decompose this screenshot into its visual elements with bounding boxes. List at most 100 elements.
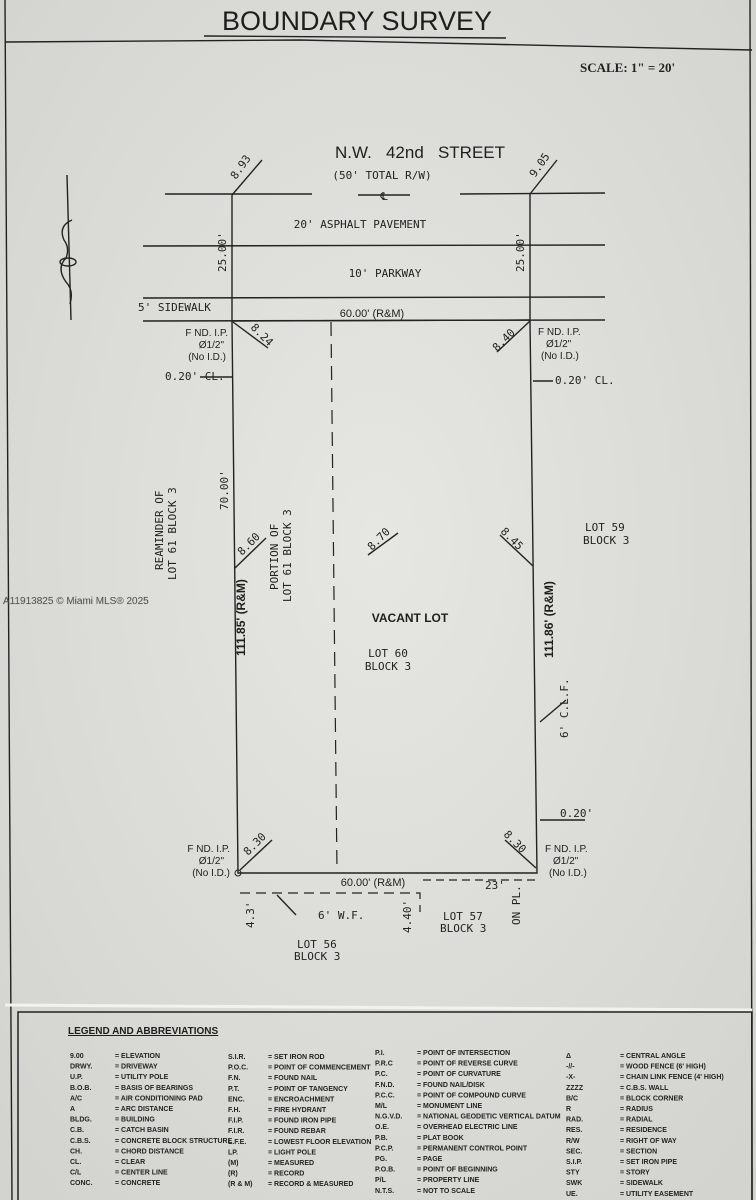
legend-abbr: RES. bbox=[566, 1127, 582, 1134]
legend-definition: = SIDEWALK bbox=[620, 1180, 663, 1187]
legend-abbr: R bbox=[566, 1106, 571, 1113]
legend-abbr: C/L bbox=[70, 1170, 82, 1177]
legend-definition: = LOWEST FLOOR ELEVATION bbox=[268, 1139, 371, 1146]
partial-dimension: 70.00' bbox=[218, 470, 231, 510]
legend-definition: = MONUMENT LINE bbox=[417, 1103, 482, 1110]
lot-boundary bbox=[231, 194, 538, 874]
legend-definition: = LIGHT POLE bbox=[268, 1149, 316, 1156]
lot-front-line bbox=[231, 319, 531, 322]
legend-definition: = POINT OF COMMENCEMENT bbox=[268, 1065, 371, 1072]
wf-leader bbox=[276, 894, 297, 916]
lot56-line1: LOT 56 bbox=[297, 938, 337, 951]
legend-definition: = CENTER LINE bbox=[115, 1170, 168, 1177]
legend-definition: = UTILITY EASEMENT bbox=[620, 1191, 694, 1198]
legend-abbr: RAD. bbox=[566, 1117, 583, 1124]
legend-definition: = BUILDING bbox=[115, 1117, 155, 1124]
legend-abbr: LP. bbox=[228, 1149, 238, 1156]
legend-definition: = RECORD bbox=[268, 1171, 304, 1178]
legend-definition: = CONCRETE bbox=[115, 1180, 161, 1187]
setback-right: 25.00' bbox=[514, 232, 527, 272]
left-dimension: 111.85' (R&M) bbox=[234, 579, 248, 656]
legend-definition: = PROPERTY LINE bbox=[417, 1177, 480, 1184]
legend-definition: = BASIS OF BEARINGS bbox=[115, 1085, 193, 1092]
legend-definition: = PLAT BOOK bbox=[417, 1135, 464, 1142]
legend-abbr: F.I.P. bbox=[228, 1118, 243, 1125]
legend-abbr: CONC. bbox=[70, 1180, 93, 1187]
elev-leader-tl bbox=[232, 321, 269, 349]
legend-definition: = POINT OF BEGINNING bbox=[417, 1167, 498, 1174]
legend-abbr: DRWY. bbox=[70, 1064, 92, 1071]
legend-definition: = WOOD FENCE (6' HIGH) bbox=[620, 1064, 706, 1071]
lot57-line2: BLOCK 3 bbox=[440, 922, 486, 935]
legend-definition: = CHORD DISTANCE bbox=[115, 1148, 184, 1155]
lot57-line1: LOT 57 bbox=[443, 910, 483, 923]
legend-definition: = C.B.S. WALL bbox=[620, 1085, 669, 1092]
legend-definition: = FIRE HYDRANT bbox=[268, 1107, 327, 1114]
title-underline bbox=[203, 35, 507, 39]
legend-definition: = POINT OF COMPOUND CURVE bbox=[417, 1092, 526, 1099]
legend-definition: = DRIVEWAY bbox=[115, 1064, 158, 1071]
legend-title: LEGEND AND ABBREVIATIONS bbox=[68, 1026, 219, 1037]
legend-definition: = FOUND NAIL/DISK bbox=[417, 1082, 485, 1089]
legend-abbr: 9.00 bbox=[70, 1053, 84, 1060]
legend-definition: = POINT OF INTERSECTION bbox=[417, 1050, 510, 1057]
svg-text:Ø1/2": Ø1/2" bbox=[199, 340, 225, 351]
legend-abbr: A bbox=[70, 1106, 75, 1113]
svg-text:F ND. I.P.: F ND. I.P. bbox=[185, 328, 228, 339]
legend-abbr: STY bbox=[566, 1170, 580, 1177]
legend-definition: = SET IRON ROD bbox=[268, 1054, 325, 1061]
legend-definition: = ENCROACHMENT bbox=[268, 1096, 335, 1103]
legend-abbr: F.H. bbox=[228, 1107, 241, 1114]
lot-number: LOT 60 bbox=[368, 647, 408, 660]
clf-label: 6' C.L.F. bbox=[558, 678, 571, 738]
dim-23: 23' bbox=[485, 879, 505, 892]
vacant-lot-label: VACANT LOT bbox=[372, 611, 449, 625]
svg-text:(No I.D.): (No I.D.) bbox=[192, 868, 230, 879]
setback-left: 25.00' bbox=[216, 232, 229, 272]
legend-abbr: -//- bbox=[566, 1064, 575, 1071]
bottom-dimension: 60.00' (R&M) bbox=[341, 877, 405, 889]
legend-abbr: (R) bbox=[228, 1171, 238, 1178]
legend-abbr: N.T.S. bbox=[375, 1188, 394, 1195]
legend-abbr: SEC. bbox=[566, 1148, 582, 1155]
legend-abbr: (R & M) bbox=[228, 1181, 253, 1188]
legend-definition: = CONCRETE BLOCK STRUCTURE bbox=[115, 1138, 233, 1145]
legend-abbr: -X- bbox=[566, 1074, 576, 1081]
legend-abbr: P.B. bbox=[375, 1135, 388, 1142]
legend-definition: = SET IRON PIPE bbox=[620, 1159, 677, 1166]
legend-definition: = CLEAR bbox=[115, 1159, 145, 1166]
legend-definition: = OVERHEAD ELECTRIC LINE bbox=[417, 1124, 518, 1131]
legend-definition: = POINT OF REVERSE CURVE bbox=[417, 1061, 518, 1068]
street-centerline-right bbox=[459, 192, 606, 195]
legend-definition: = RECORD & MEASURED bbox=[268, 1181, 353, 1188]
legend-abbr: P.C.P. bbox=[375, 1145, 393, 1152]
legend-definition: = CHAIN LINK FENCE (4' HIGH) bbox=[620, 1074, 724, 1081]
fnd-ip-bottom-right: F ND. I.P. Ø1/2" (No I.D.) bbox=[545, 844, 588, 879]
legend-definition: = POINT OF CURVATURE bbox=[417, 1071, 501, 1078]
legend-definition: = ELEVATION bbox=[115, 1053, 160, 1060]
legend-abbr: B/C bbox=[566, 1095, 578, 1102]
legend-abbr: L.F.E. bbox=[228, 1139, 246, 1146]
sidewalk-label: 5' SIDEWALK bbox=[138, 301, 211, 314]
left-border bbox=[4, 0, 13, 1200]
legend-definition: = FOUND REBAR bbox=[268, 1128, 326, 1135]
elev-leader-left bbox=[231, 159, 263, 196]
legend-definition: = MEASURED bbox=[268, 1160, 314, 1167]
legend-definition: = PAGE bbox=[417, 1156, 443, 1163]
lot-block: BLOCK 3 bbox=[365, 660, 411, 673]
legend-definition: = SECTION bbox=[620, 1148, 657, 1155]
street-name: N.W. 42nd STREET bbox=[335, 143, 505, 162]
elev-leader-center bbox=[367, 532, 399, 556]
legend-abbr: P.T. bbox=[228, 1086, 239, 1093]
legend-abbr: C.B.S. bbox=[70, 1138, 91, 1145]
dim-4-40: 4.40' bbox=[401, 900, 414, 933]
legend-abbr: P.C.C. bbox=[375, 1092, 395, 1099]
fnd-ip-bottom-left: F ND. I.P. Ø1/2" (No I.D.) bbox=[187, 844, 230, 879]
legend-box bbox=[17, 1011, 753, 1200]
svg-text:F ND. I.P.: F ND. I.P. bbox=[187, 844, 230, 855]
legend-definition: = RIGHT OF WAY bbox=[620, 1138, 677, 1145]
legend-abbr: P.O.B. bbox=[375, 1167, 395, 1174]
